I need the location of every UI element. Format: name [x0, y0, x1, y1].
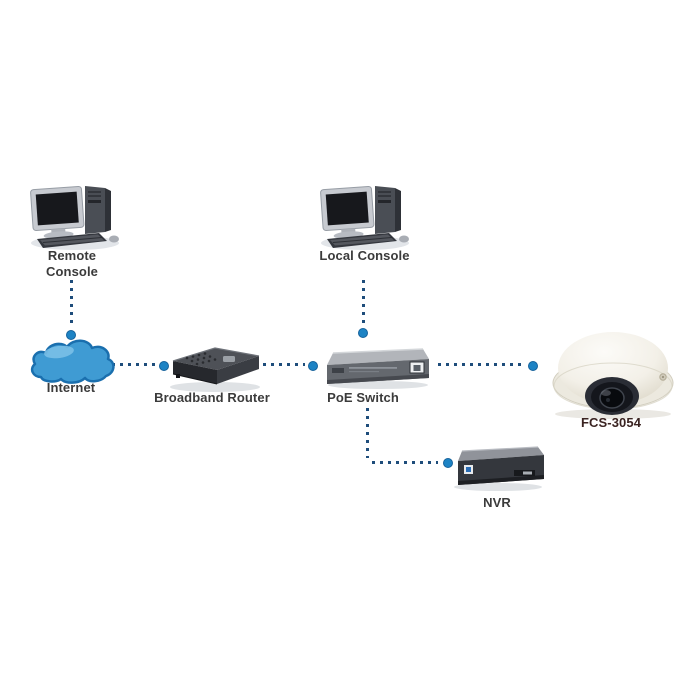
link-remote-console-internet: [70, 280, 73, 326]
link-endpoint-dot: [66, 330, 76, 340]
node-nvr: [450, 440, 548, 492]
link-switch-camera: [438, 363, 524, 366]
link-local-console-switch: [362, 280, 365, 324]
router-icon: [165, 339, 265, 394]
local-console-label: Local Console: [319, 248, 410, 263]
dome-camera-icon: [549, 324, 685, 420]
desktop-computer-icon: [25, 182, 125, 252]
poe-switch-icon: [323, 342, 433, 390]
node-remote-console: [25, 182, 125, 252]
broadband-router-label: Broadband Router: [154, 390, 270, 405]
nvr-icon: [450, 440, 548, 492]
link-endpoint-dot: [358, 328, 368, 338]
node-broadband-router: [165, 339, 265, 394]
link-router-switch: [263, 363, 305, 366]
nvr-label: NVR: [483, 495, 511, 510]
link-endpoint-dot: [308, 361, 318, 371]
cloud-icon: [28, 336, 116, 388]
link-switch-nvr-horizontal: [372, 461, 438, 464]
link-endpoint-dot: [528, 361, 538, 371]
remote-console-label: Remote Console: [46, 248, 98, 279]
link-endpoint-dot: [443, 458, 453, 468]
internet-label: Internet: [46, 380, 96, 395]
desktop-computer-icon: [315, 182, 415, 252]
node-poe-switch: [323, 342, 433, 390]
link-endpoint-dot: [159, 361, 169, 371]
node-internet: [28, 336, 116, 388]
node-local-console: [315, 182, 415, 252]
link-internet-router: [112, 363, 157, 366]
node-camera: [549, 324, 685, 420]
camera-label: FCS-3054: [580, 415, 642, 430]
poe-switch-label: PoE Switch: [327, 390, 399, 405]
link-switch-nvr-vertical: [366, 408, 369, 458]
